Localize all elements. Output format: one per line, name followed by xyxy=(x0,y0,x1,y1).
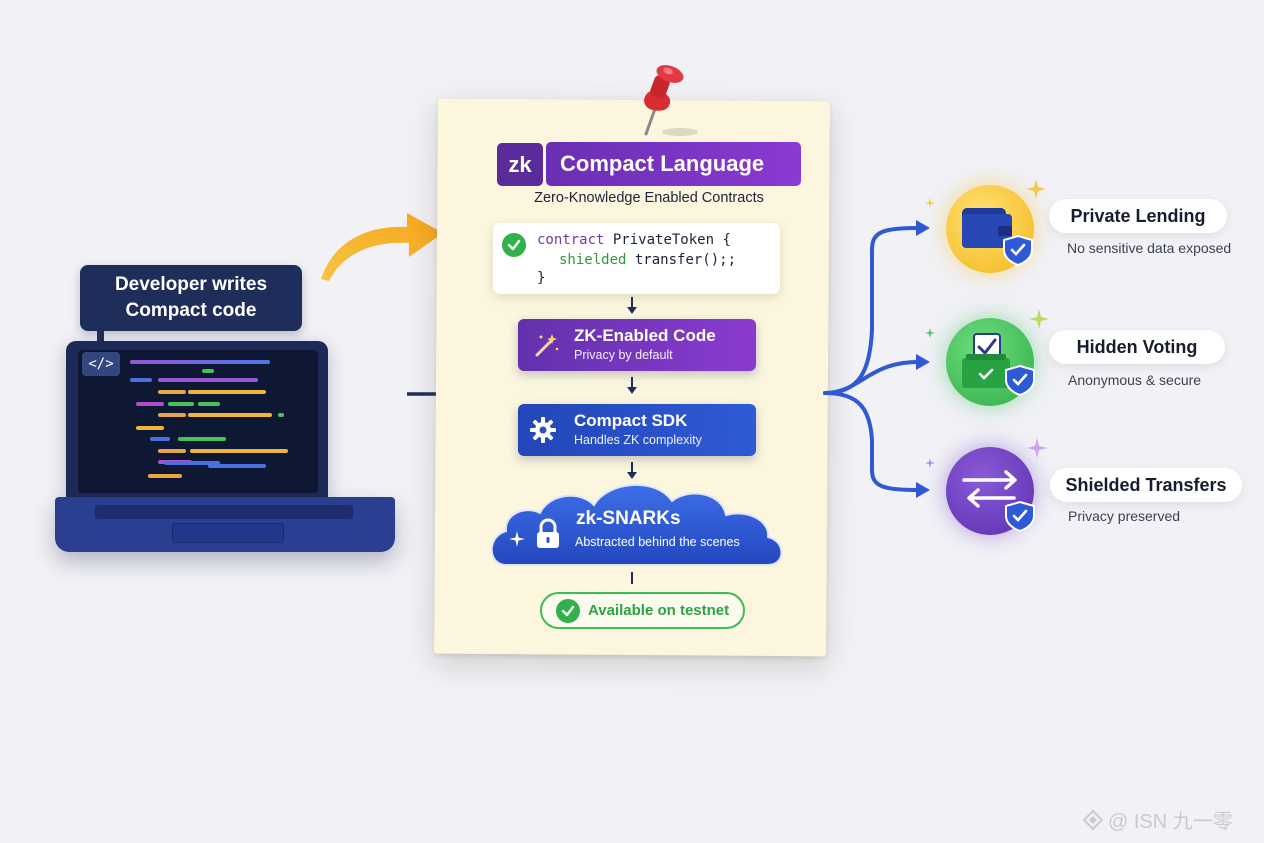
feature-subtitle: No sensitive data exposed xyxy=(1067,240,1232,256)
sparkle-icon xyxy=(1027,438,1047,458)
feature-title-shielded-transfers: Shielded Transfers xyxy=(1050,468,1242,502)
code-line-2: shielded transfer();; xyxy=(559,252,736,268)
feature-title-private-lending: Private Lending xyxy=(1049,199,1227,233)
check-icon xyxy=(502,233,526,257)
label-connector xyxy=(97,330,104,344)
check-icon xyxy=(556,598,580,623)
code-tag-icon: </> xyxy=(82,352,120,376)
cloud-title: zk-SNARKs xyxy=(576,508,681,529)
sparkle-icon xyxy=(1026,179,1046,199)
developer-label: Developer writes Compact code xyxy=(80,265,302,331)
sparkle-icon xyxy=(509,531,525,547)
developer-label-line1: Developer writes xyxy=(114,274,268,295)
gear-icon xyxy=(530,417,556,443)
feature-title-hidden-voting: Hidden Voting xyxy=(1049,330,1225,364)
magic-wand-icon xyxy=(535,334,559,357)
developer-label-line2: Compact code xyxy=(125,300,257,321)
watermark-text: @ ISN 九一零 xyxy=(1108,811,1233,833)
code-line-1: contract PrivateToken { xyxy=(537,232,731,248)
sparkle-icon xyxy=(1029,309,1049,329)
lock-icon xyxy=(537,518,559,548)
step-subtitle: Privacy by default xyxy=(574,348,673,362)
step-zk-enabled-code: ZK-Enabled Code Privacy by default xyxy=(518,319,756,371)
cloud-subtitle: Abstracted behind the scenes xyxy=(575,535,740,549)
laptop-keyboard xyxy=(95,505,353,519)
connector-line xyxy=(631,572,633,584)
branch-arrows xyxy=(823,220,930,498)
cloud-shape xyxy=(490,483,783,566)
testnet-status-badge: Available on testnet xyxy=(540,592,745,629)
code-snippet-card: contract PrivateToken { shielded transfe… xyxy=(493,223,780,294)
step-subtitle: Handles ZK complexity xyxy=(574,433,702,447)
testnet-status-text: Available on testnet xyxy=(588,602,730,619)
transfer-arrows-icon xyxy=(962,470,1035,532)
zk-badge: zk xyxy=(497,143,543,186)
feature-title: Shielded Transfers xyxy=(1065,474,1227,495)
laptop-display xyxy=(78,350,318,493)
code-keyword-contract: contract xyxy=(537,232,605,248)
sparkle-icon xyxy=(925,198,935,208)
code-line-3: } xyxy=(537,270,546,286)
code-keyword-shielded: shielded xyxy=(559,252,627,268)
code-line-1-rest: PrivateToken { xyxy=(604,232,731,248)
ballot-box-icon xyxy=(962,333,1035,397)
step-compact-sdk: Compact SDK Handles ZK complexity xyxy=(518,404,756,456)
sparkle-icon xyxy=(925,328,935,338)
pushpin-icon xyxy=(644,65,698,136)
language-title-text: Compact Language xyxy=(560,151,765,176)
feature-title: Hidden Voting xyxy=(1076,336,1198,357)
curved-arrow-icon xyxy=(321,213,443,281)
feature-subtitle: Privacy preserved xyxy=(1068,508,1181,524)
laptop-trackpad xyxy=(172,523,284,543)
wallet-shield-icon xyxy=(962,208,1033,266)
code-line-2-rest: transfer();; xyxy=(626,252,737,268)
feature-subtitle: Anonymous & secure xyxy=(1068,372,1202,388)
watermark: @ ISN 九一零 xyxy=(1082,805,1233,834)
step-title: ZK-Enabled Code xyxy=(574,326,716,345)
diamond-logo-icon xyxy=(1082,809,1104,830)
sparkle-icon xyxy=(925,458,935,468)
step-title: Compact SDK xyxy=(574,411,688,430)
language-title: Compact Language xyxy=(546,142,801,186)
feature-title: Private Lending xyxy=(1070,205,1206,226)
down-arrow-icon xyxy=(627,462,637,479)
language-subtitle: Zero-Knowledge Enabled Contracts xyxy=(534,190,764,206)
down-arrow-icon xyxy=(627,297,637,314)
down-arrow-icon xyxy=(627,377,637,394)
